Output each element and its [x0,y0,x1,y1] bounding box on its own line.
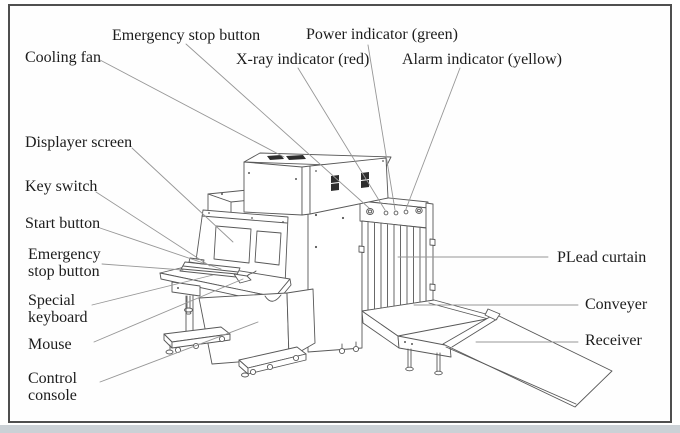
displayer-screen-shape [213,225,252,264]
label-emergency-stop-top: Emergency stop button [112,27,261,44]
emergency-stop-mushroom [366,208,374,215]
cooling-fan-vents [267,155,306,160]
page-edge-strip [0,425,680,433]
label-power-indicator: Power indicator (green) [306,26,458,43]
alarm-indicator-lamp [403,209,409,215]
mouse-shape [233,270,257,284]
label-conveyer: Conveyer [585,296,648,313]
xray-indicator-lamp [383,210,389,216]
console-legs [163,294,307,378]
label-emergency-stop-left: Emergency stop button [28,246,101,280]
label-receiver: Receiver [585,332,642,349]
label-mouse: Mouse [28,336,72,353]
label-alarm-indicator: Alarm indicator (yellow) [402,51,562,68]
label-xray-indicator: X-ray indicator (red) [236,51,370,68]
label-control-console: Control console [28,370,77,404]
label-plead-curtain: PLead curtain [557,249,647,266]
lead-curtain [358,202,436,319]
label-key-switch: Key switch [25,178,98,195]
label-start-button: Start button [25,215,101,232]
conveyor [361,299,498,376]
label-special-keyboard: Special keyboard [28,292,88,326]
leader-lines [91,43,579,383]
receiver-ramp [442,308,613,408]
main-cabinet [307,194,363,355]
control-console-cabinet [198,288,316,365]
label-cooling-fan: Cooling fan [25,49,101,66]
power-indicator-lamp [393,210,399,216]
label-displayer-screen: Displayer screen [25,134,133,151]
